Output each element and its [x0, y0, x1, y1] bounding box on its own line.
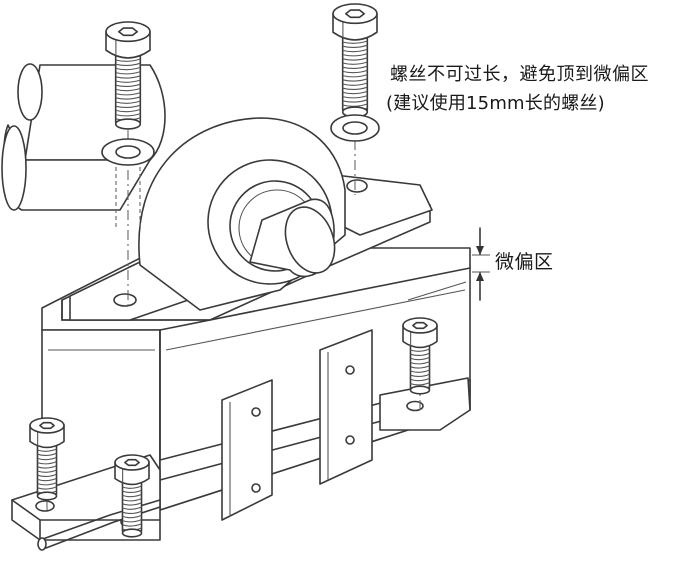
screw-top-left: [105, 21, 151, 130]
screw-bottom-left: [29, 417, 65, 501]
washer-right: [330, 114, 380, 142]
screw-length-warning: 螺丝不可过长，避免顶到微偏区: [390, 64, 649, 85]
bottom-right-mount-plate: [379, 377, 471, 431]
washer-left: [101, 138, 155, 166]
gap-dimension-mark: [472, 227, 490, 301]
pillow-block-bearing: [61, 117, 433, 321]
gap-zone-label: 微偏区: [495, 251, 554, 273]
screw-bottom-mid: [114, 454, 150, 538]
screw-top-right: [332, 3, 378, 118]
flexure-plate-left: [221, 379, 273, 521]
flexure-plate-right: [319, 329, 373, 485]
sensor-cable: [37, 499, 161, 551]
screw-length-recommendation: (建议使用15mm长的螺丝): [386, 93, 605, 114]
screw-side-right: [402, 317, 438, 395]
